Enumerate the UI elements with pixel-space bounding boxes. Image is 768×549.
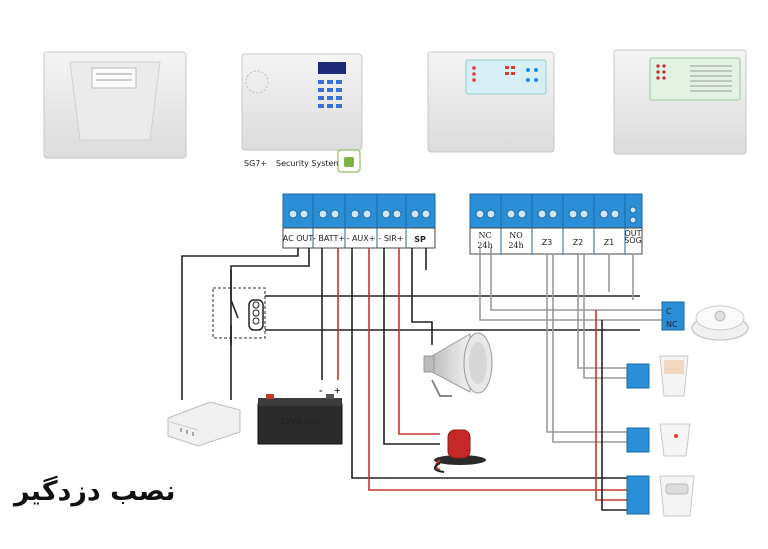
terminal-batt: - BATT+ <box>313 234 345 243</box>
pir-connector-3 <box>626 475 650 515</box>
control-panel-1 <box>43 51 187 159</box>
terminal-block-right: NC 24h NO 24h Z3 Z2 Z1 OUT SOG <box>469 193 643 255</box>
control-panel-3 <box>427 51 555 153</box>
terminal-no-24h-l1: NO <box>509 231 523 240</box>
wire-sir-neg <box>383 248 440 445</box>
android-icon <box>344 157 354 167</box>
motion-detector-2 <box>659 423 691 457</box>
siren <box>433 429 486 473</box>
control-panel-2: SG7+ Security System <box>241 53 363 173</box>
pir-connector-2 <box>626 427 650 453</box>
battery-pos-sign: + <box>334 386 341 395</box>
battery-neg-sign: - <box>319 386 322 395</box>
battery-label: 12V4.5Ah <box>281 417 320 426</box>
smoke-connector: C NC <box>661 301 685 331</box>
terminal-no-24h-l2: 24h <box>508 241 523 250</box>
terminal-nc-24h-l2: 24h <box>477 241 492 250</box>
terminal-z2: Z2 <box>573 238 584 247</box>
battery: 12V4.5Ah <box>257 394 343 445</box>
wire-aux-pos <box>368 248 627 491</box>
wire-bus-neg <box>601 320 627 511</box>
power-adapter <box>167 401 241 447</box>
motion-detector-1 <box>659 355 689 397</box>
terminal-ac-out: AC OUT <box>283 234 314 243</box>
terminal-z3: Z3 <box>542 238 553 247</box>
motion-detector-3 <box>659 475 695 517</box>
terminal-sp: SP <box>414 235 426 244</box>
control-panel-4 <box>613 49 747 155</box>
panel-subtitle: Security System <box>276 159 341 168</box>
wire-z2 <box>577 254 627 369</box>
terminal-aux: - AUX+ <box>347 234 376 243</box>
relay-coil <box>248 299 264 331</box>
wire-ac-out-1 <box>181 248 299 400</box>
pir-connector-1 <box>626 363 650 389</box>
wire-z3 <box>546 254 627 433</box>
panel-brand: SG7+ <box>244 159 267 168</box>
diagram-caption: نصب دزدگیر <box>14 476 176 507</box>
terminal-nc-24h-l1: NC <box>478 231 491 240</box>
terminal-out-l2: SOG <box>624 236 642 245</box>
wire-aux-neg <box>351 248 627 479</box>
terminal-sir: - SIR+ <box>378 234 403 243</box>
relay-switch <box>230 270 239 319</box>
wire-ac-out-2 <box>230 248 310 400</box>
smoke-detector <box>691 305 749 341</box>
horn-speaker <box>423 332 493 397</box>
relay-outline <box>212 287 266 339</box>
terminal-out-l1: OUT <box>624 229 641 238</box>
smoke-nc-label: NC <box>666 320 678 329</box>
terminal-block-left: AC OUT - BATT+ - AUX+ - SIR+ SP <box>282 193 436 249</box>
wire-sir-pos <box>398 248 440 435</box>
wire-sp-1 <box>411 248 433 345</box>
wires <box>181 248 662 511</box>
terminal-z1: Z1 <box>604 238 615 247</box>
wire-bus-pos <box>595 310 627 501</box>
smoke-c-label: C <box>666 307 672 316</box>
